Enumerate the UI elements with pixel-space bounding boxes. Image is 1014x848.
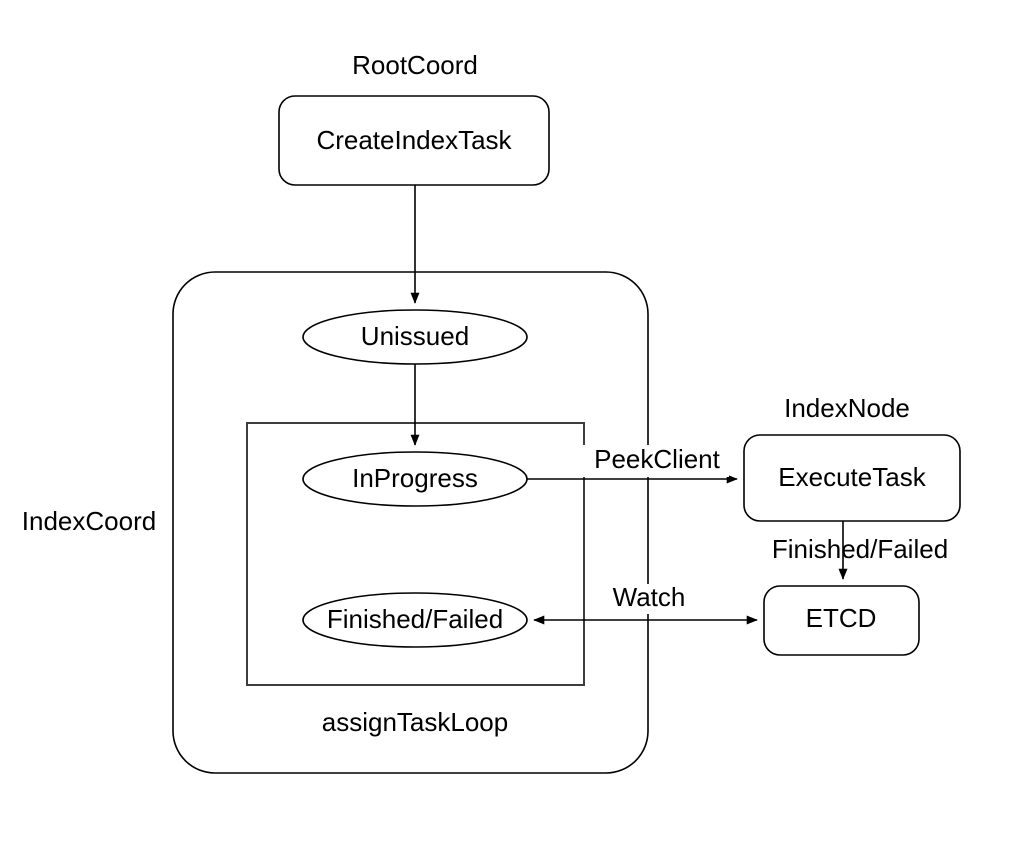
edge-label-watch: Watch xyxy=(613,582,686,612)
edge-label-peekclient: PeekClient xyxy=(594,444,721,474)
node-etcd-label: ETCD xyxy=(806,603,877,633)
edge-label-peekclient-backdrop xyxy=(583,445,729,477)
edge-label-watch-group: Watch xyxy=(604,582,694,614)
group-indexnode-label: IndexNode xyxy=(784,393,910,423)
node-finished-failed-label: Finished/Failed xyxy=(327,604,503,634)
node-finished-failed-shape[interactable] xyxy=(302,592,528,648)
node-in-progress-label: InProgress xyxy=(352,463,478,493)
node-finished-failed[interactable]: Finished/Failed xyxy=(302,592,528,648)
node-etcd-shape[interactable] xyxy=(763,585,920,656)
edge-label-finished-failed: Finished/Failed xyxy=(772,534,948,564)
node-in-progress[interactable]: InProgress xyxy=(302,451,528,507)
node-create-index-task-shape[interactable] xyxy=(278,95,550,186)
node-execute-task-shape[interactable] xyxy=(743,434,961,522)
group-assigntaskloop-label: assignTaskLoop xyxy=(322,707,508,737)
node-unissued-label: Unissued xyxy=(361,321,469,351)
edge-label-finished-failed-group: Finished/Failed xyxy=(772,534,948,564)
node-in-progress-shape[interactable] xyxy=(302,451,528,507)
node-etcd[interactable]: ETCD xyxy=(763,585,920,656)
group-indexcoord-box xyxy=(172,271,649,774)
edge-label-watch-backdrop xyxy=(604,584,694,614)
group-indexcoord-label: IndexCoord xyxy=(22,506,156,536)
node-execute-task-label: ExecuteTask xyxy=(778,462,926,492)
edge-label-peekclient-group: PeekClient xyxy=(583,444,729,477)
node-create-index-task[interactable]: CreateIndexTask xyxy=(278,95,550,186)
node-execute-task[interactable]: ExecuteTask xyxy=(743,434,961,522)
group-indexcoord: IndexCoord xyxy=(22,271,649,774)
node-unissued-shape[interactable] xyxy=(302,309,528,365)
node-create-index-task-label: CreateIndexTask xyxy=(316,125,512,155)
node-unissued[interactable]: Unissued xyxy=(302,309,528,365)
group-rootcoord-label: RootCoord xyxy=(352,50,478,80)
